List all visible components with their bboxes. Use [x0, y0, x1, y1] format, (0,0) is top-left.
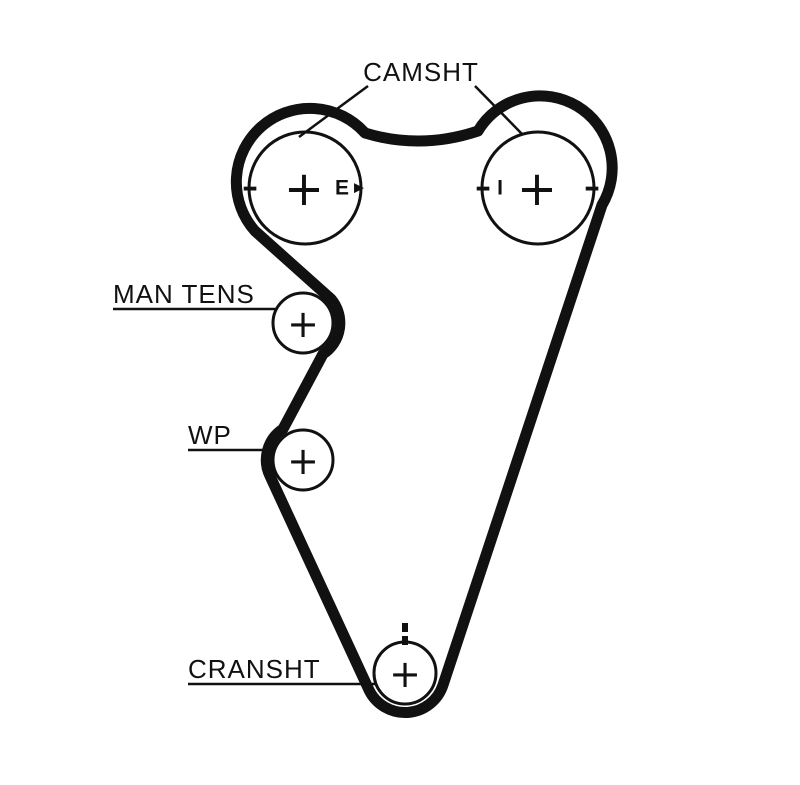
camshaft-label: CAMSHT — [363, 57, 479, 87]
water-pump-pulley — [271, 428, 335, 492]
camshaft-leader-right — [474, 85, 523, 135]
crankshaft-plus-mark: + — [389, 652, 421, 696]
left-cam-dash-mark: - — [241, 158, 258, 214]
tensioner-plus-mark: + — [287, 302, 319, 346]
timing-belt-path — [230, 90, 618, 719]
left-cam-arrow-icon: ▶ — [354, 181, 364, 196]
right-cam-plus-mark: + — [517, 161, 557, 217]
left-cam-plus-mark: + — [284, 161, 324, 217]
crank-timing-mark-lower — [402, 636, 408, 645]
water-pump-label: WP — [188, 420, 232, 450]
manual-tensioner-pulley — [271, 291, 335, 355]
camshaft-leader-left — [298, 84, 369, 139]
camshaft-pulley-right — [480, 130, 596, 246]
crank-timing-mark-upper — [402, 623, 408, 632]
right-cam-dash-mark-right: - — [583, 158, 600, 214]
manual-tensioner-label: MAN TENS — [113, 279, 255, 309]
right-cam-dash-mark-left: - — [474, 158, 491, 214]
crankshaft-label: CRANSHT — [188, 654, 321, 684]
water-pump-plus-mark: + — [287, 439, 319, 483]
right-cam-intake-mark: I — [497, 177, 503, 200]
left-cam-exhaust-mark: E — [335, 177, 349, 200]
